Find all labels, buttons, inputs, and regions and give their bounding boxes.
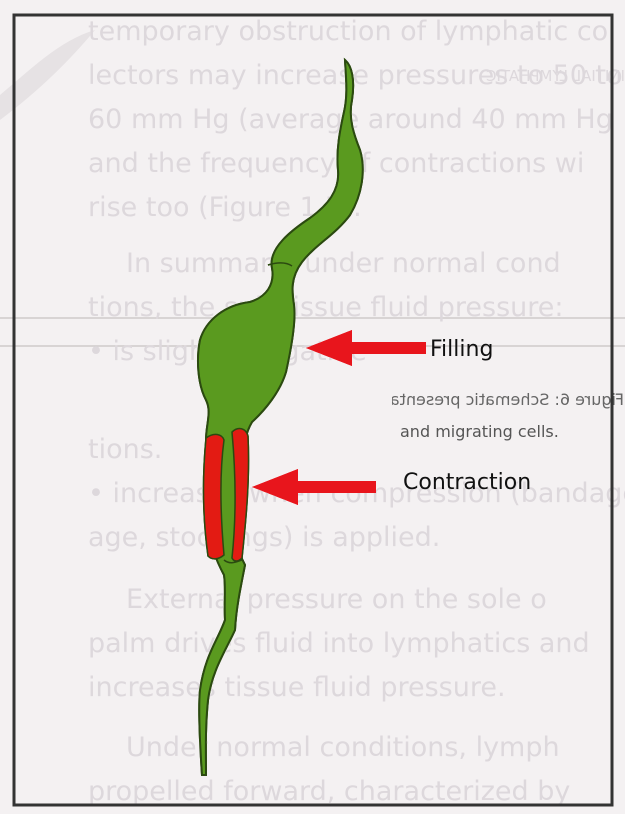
- background-caption-line: and migrating cells.: [400, 422, 559, 441]
- figure-frame-overlay: [12, 13, 614, 807]
- background-text-line: External pressure on the sole o: [126, 584, 547, 615]
- decorative-leaf-shape: [0, 30, 95, 120]
- background-text-line: increases tissue fluid pressure.: [88, 672, 506, 703]
- background-text-line: temporary obstruction of lymphatic col: [88, 16, 616, 47]
- background-text-line: and the frequency of contractions wi: [88, 148, 585, 179]
- contraction-label: Contraction: [403, 470, 532, 495]
- lymphatic-vessel-overlay: [197, 57, 364, 776]
- background-text-line: lectors may increase pressures to 50 to: [88, 60, 623, 91]
- background-text-line: tions, the sub-tissue fluid pressure:: [88, 292, 564, 323]
- filling-label: Filling: [430, 337, 494, 362]
- background-text-line: Under normal conditions, lymph: [126, 732, 560, 763]
- arrows-overlay: [252, 330, 426, 505]
- background-text-line: tions.: [88, 434, 163, 465]
- background-text-line: In summary, under normal cond: [126, 248, 561, 279]
- background-text-line: palm drives fluid into lymphatics and: [88, 628, 590, 659]
- background-text-line: age, stockings) is applied.: [88, 522, 441, 553]
- background-text-line: propelled forward, characterized by: [88, 776, 571, 807]
